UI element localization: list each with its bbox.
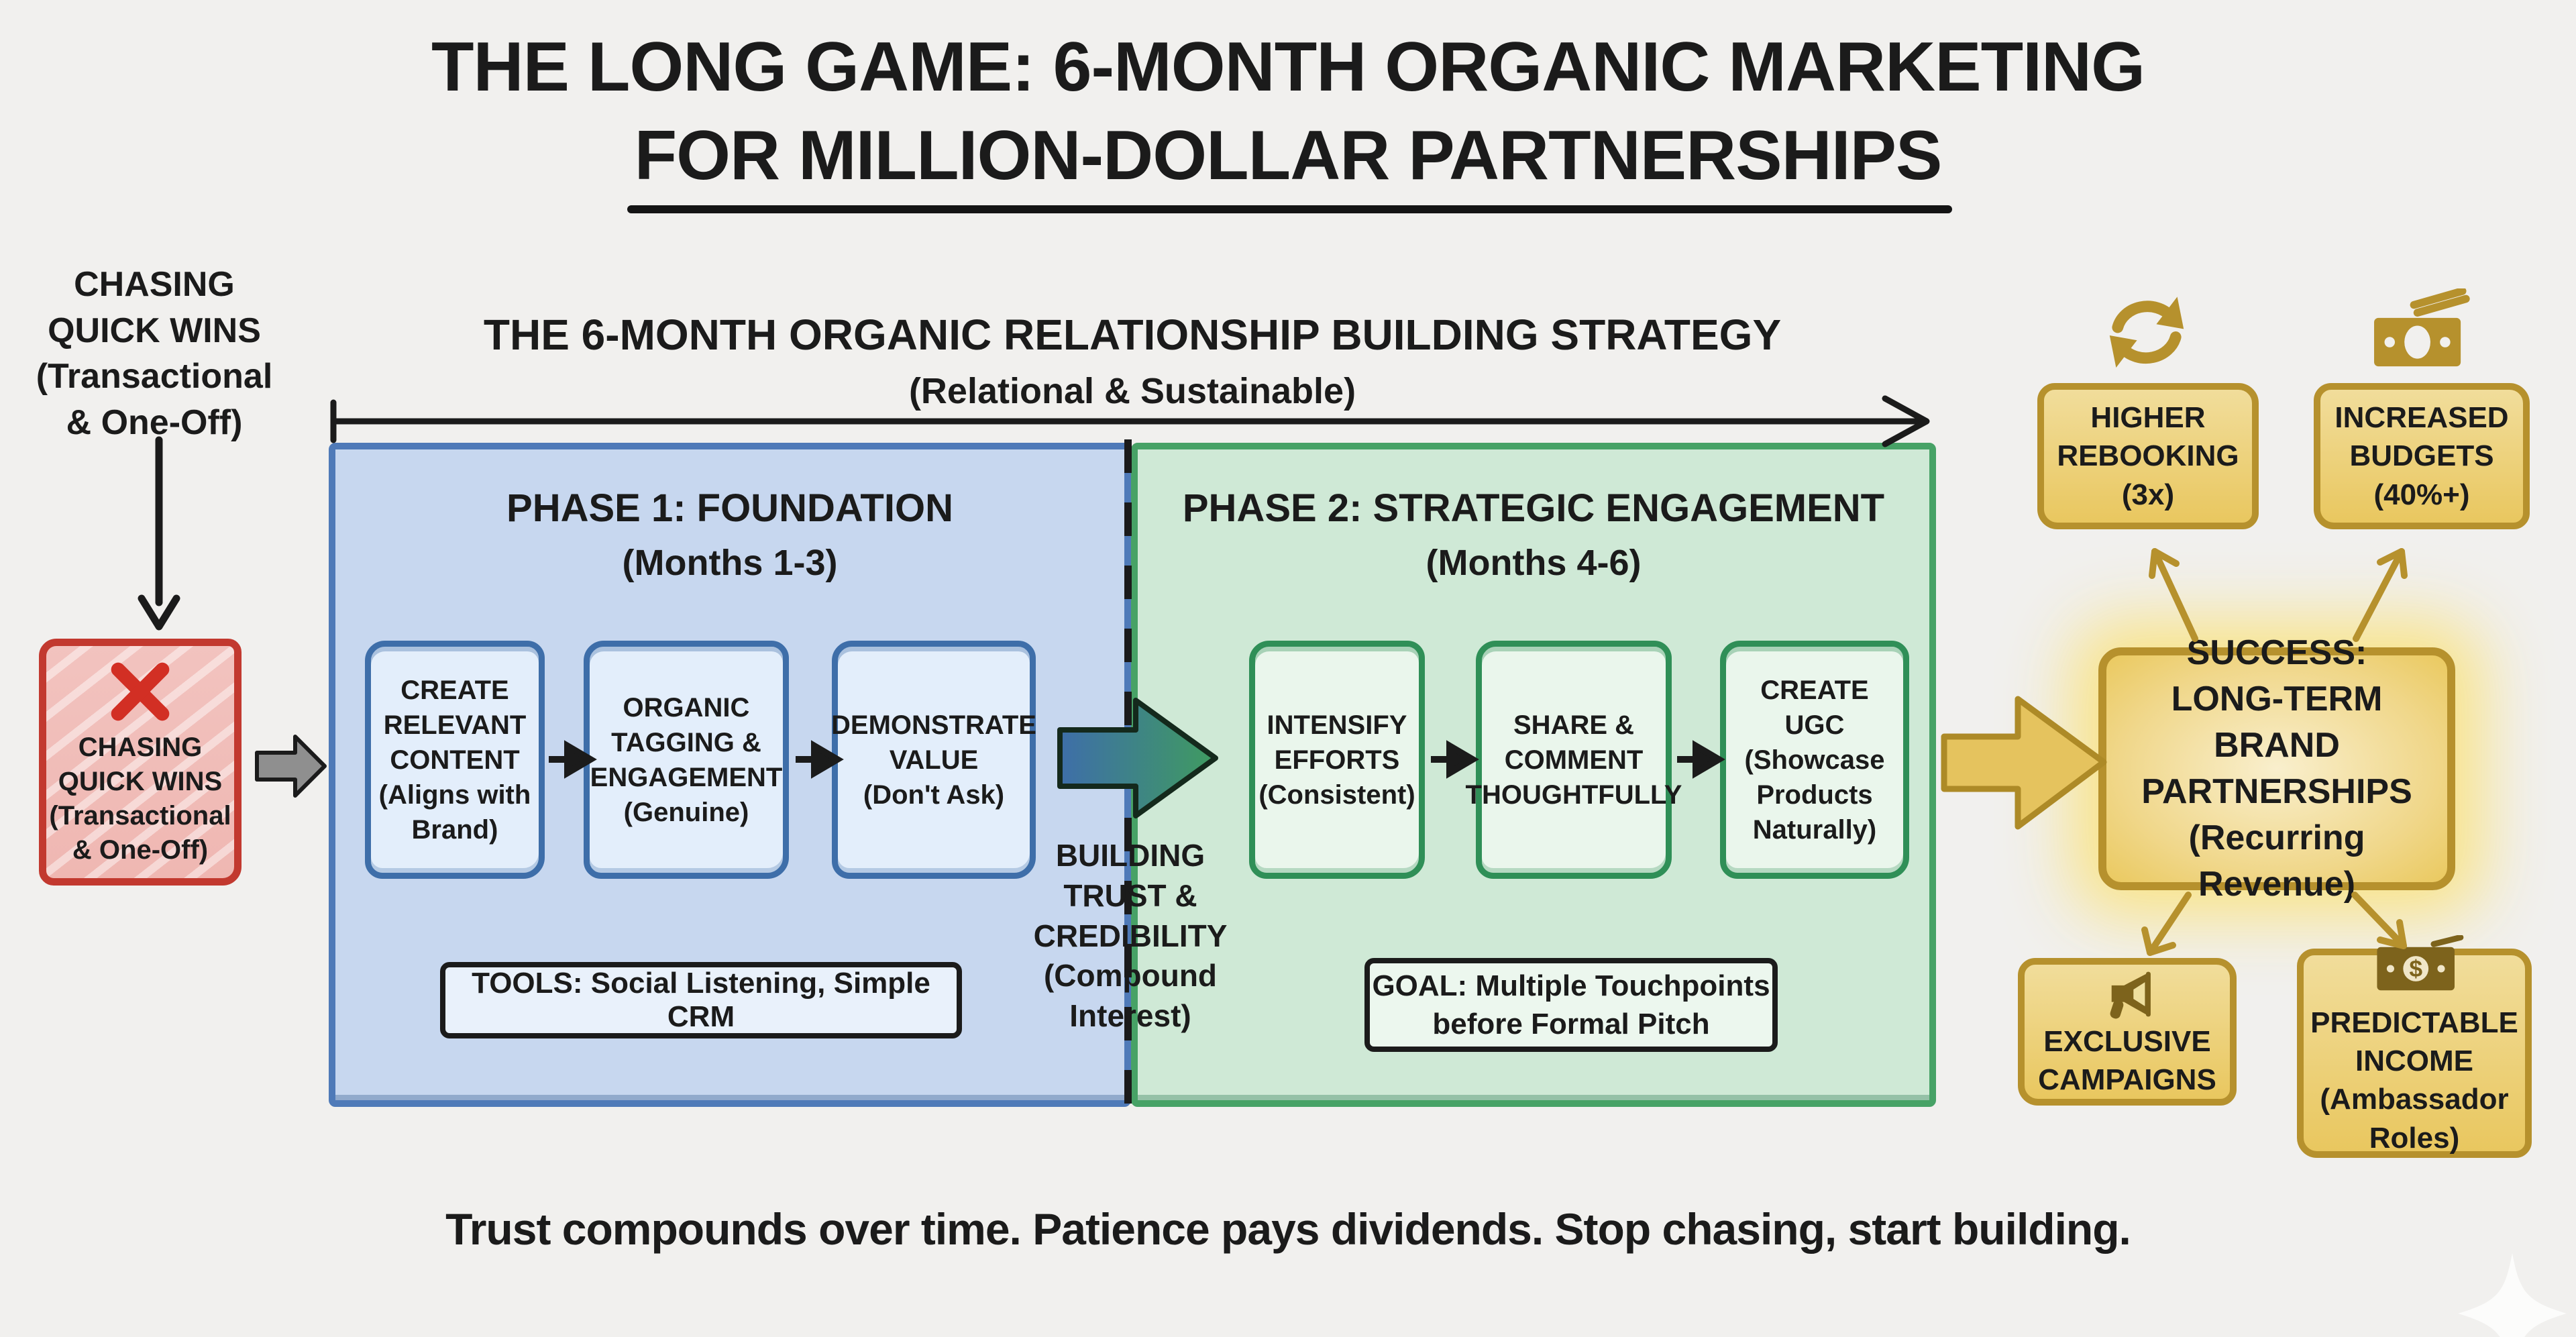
page-title: THE LONG GAME: 6-MONTH ORGANIC MARKETING… <box>431 28 2145 195</box>
step-box-organic-tagging: ORGANIC TAGGING & ENGAGEMENT (Genuine) <box>584 641 789 879</box>
outcome-box-exclusive-campaigns: EXCLUSIVE CAMPAIGNS <box>2018 958 2237 1106</box>
strategy-subheading: (Relational & Sustainable) <box>908 371 1356 411</box>
step-box-share-comment: SHARE & COMMENT THOUGHTFULLY <box>1466 641 1682 879</box>
down-arrow <box>138 436 180 631</box>
megaphone-icon <box>2110 971 2151 1019</box>
step-box-create-ugc: CREATE UGC (Showcase Products Naturally) <box>1720 641 1909 879</box>
phase1-subtitle: (Months 1-3) <box>622 543 838 583</box>
outcome-box-increased-budgets: INCREASED BUDGETS (40%+) <box>2314 383 2530 529</box>
strategy-heading: THE 6-MONTH ORGANIC RELATIONSHIP BUILDIN… <box>483 311 1782 359</box>
phase2-title: PHASE 2: STRATEGIC ENGAGEMENT <box>1182 486 1885 530</box>
money-stack-icon <box>2374 288 2470 367</box>
goal-box: GOAL: Multiple Touchpoints before Formal… <box>1364 958 1778 1052</box>
svg-text:$: $ <box>2409 955 2422 982</box>
dollar-bill-icon: $ <box>2377 935 2464 991</box>
building-trust-label: BUILDING TRUST & CREDIBILITY (Compound I… <box>1033 838 1228 1034</box>
refresh-icon <box>2109 297 2184 368</box>
tagline: Trust compounds over time. Patience pays… <box>445 1204 2131 1254</box>
rejected-approach-box: CHASING QUICK WINS (Transactional & One-… <box>39 639 241 886</box>
success-box: SUCCESS: LONG-TERM BRAND PARTNERSHIPS (R… <box>2098 633 2455 904</box>
sparkle-icon <box>2458 1253 2567 1337</box>
phase2-subtitle: (Months 4-6) <box>1426 543 1642 583</box>
x-icon <box>111 662 170 720</box>
title-underline <box>627 205 1952 213</box>
rejected-approach-label: CHASING QUICK WINS (Transactional & One-… <box>49 732 231 865</box>
outcome-box-higher-rebooking: HIGHER REBOOKING (3x) <box>2037 383 2259 529</box>
gray-block-arrow <box>255 735 327 798</box>
step-box-intensify-efforts: INTENSIFY EFFORTS (Consistent) <box>1249 641 1425 879</box>
chasing-quick-wins-label: CHASING QUICK WINS (Transactional & One-… <box>36 265 273 442</box>
outcome-exclusive-campaigns-label: EXCLUSIVE CAMPAIGNS <box>2038 1024 2216 1096</box>
gold-block-arrow <box>1941 696 2107 830</box>
step-box-demonstrate-value: DEMONSTRATE VALUE (Don't Ask) <box>831 641 1036 879</box>
tools-box: TOOLS: Social Listening, Simple CRM <box>440 962 962 1038</box>
phase1-title: PHASE 1: FOUNDATION <box>506 486 953 530</box>
step-box-create-content: CREATE RELEVANT CONTENT (Aligns with Bra… <box>365 641 545 879</box>
